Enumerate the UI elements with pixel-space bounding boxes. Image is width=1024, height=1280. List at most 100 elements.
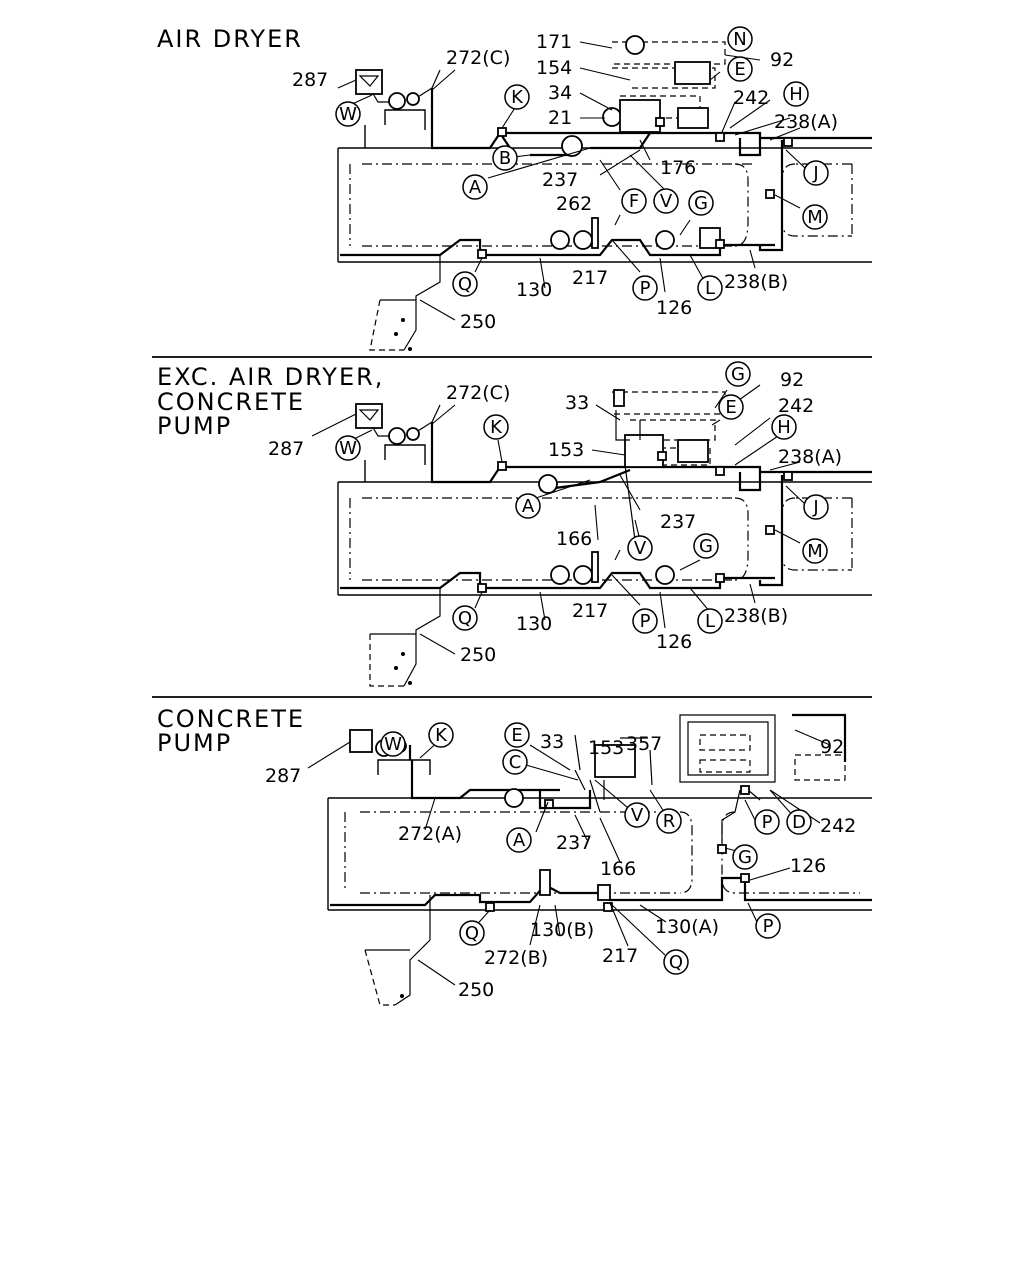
label-357: 357	[626, 733, 662, 755]
label-237-3: 237	[556, 832, 592, 854]
valve-153-3	[594, 744, 636, 778]
valve-287	[355, 69, 383, 95]
label-287: 287	[292, 69, 328, 91]
callout-j-2: J	[803, 494, 829, 520]
label-242-2: 242	[778, 395, 814, 417]
air-dryer-21	[561, 135, 583, 157]
callout-a-2: A	[515, 493, 541, 519]
panel-2-title-line-1: EXC. AIR DRYER,	[157, 363, 384, 391]
label-238a: 238(A)	[774, 111, 838, 133]
callout-g: G	[688, 190, 714, 216]
fitting-w	[388, 92, 406, 110]
label-272a: 272(A)	[398, 823, 462, 845]
svg-text:P: P	[763, 916, 774, 937]
label-238a-2: 238(A)	[778, 446, 842, 468]
svg-text:F: F	[629, 191, 639, 212]
label-237-2: 237	[660, 511, 696, 533]
label-238b: 238(B)	[724, 271, 788, 293]
panel-air-dryer: AIR DRYER	[157, 25, 872, 351]
callout-h-2: H	[771, 414, 797, 440]
panel-1-title: AIR DRYER	[157, 25, 303, 53]
svg-text:P: P	[762, 812, 773, 833]
svg-text:V: V	[631, 805, 644, 826]
svg-text:L: L	[705, 611, 715, 632]
svg-text:E: E	[725, 397, 736, 418]
svg-text:D: D	[792, 812, 806, 833]
svg-text:H: H	[789, 84, 803, 105]
svg-text:R: R	[663, 811, 676, 832]
svg-text:M: M	[807, 541, 823, 562]
svg-text:W: W	[339, 104, 357, 125]
svg-text:G: G	[694, 193, 708, 214]
callout-w-3: W	[380, 731, 406, 757]
pipe-main-3	[410, 760, 592, 810]
label-171: 171	[536, 31, 572, 53]
callout-q-2: Q	[452, 605, 478, 631]
callout-c: C	[502, 749, 528, 775]
svg-text:A: A	[513, 830, 526, 851]
callout-e-3: E	[504, 722, 530, 748]
svg-text:G: G	[699, 536, 713, 557]
svg-text:K: K	[511, 87, 524, 108]
svg-text:K: K	[490, 417, 503, 438]
panel-3-title-line-1: CONCRETE	[157, 705, 305, 733]
callout-m: M	[802, 204, 828, 230]
label-166: 166	[556, 528, 592, 550]
callout-f: F	[621, 188, 647, 214]
label-92-3: 92	[820, 736, 844, 758]
svg-text:N: N	[733, 29, 746, 50]
callout-e: E	[727, 56, 753, 82]
chassis-frame	[337, 109, 872, 263]
panel-exc-air-dryer: EXC. AIR DRYER, CONCRETE PUMP	[157, 361, 872, 687]
svg-text:J: J	[812, 163, 818, 184]
label-126-2: 126	[656, 631, 692, 653]
valve-287-2	[355, 403, 383, 429]
label-217: 217	[572, 267, 608, 289]
label-21: 21	[548, 107, 572, 129]
label-250: 250	[460, 311, 496, 333]
callout-q: Q	[452, 271, 478, 297]
pipe-main-2	[430, 422, 872, 484]
label-287-2: 287	[268, 438, 304, 460]
label-217-3: 217	[602, 945, 638, 967]
callout-h: H	[783, 81, 809, 107]
svg-text:G: G	[738, 847, 752, 868]
svg-text:P: P	[640, 611, 651, 632]
label-130: 130	[516, 279, 552, 301]
label-34: 34	[548, 82, 572, 104]
callout-n: N	[727, 26, 753, 52]
callout-k-2: K	[483, 414, 509, 440]
label-287-3: 287	[265, 765, 301, 787]
svg-text:E: E	[734, 59, 745, 80]
callout-v: V	[653, 188, 679, 214]
label-126: 126	[656, 297, 692, 319]
callout-w: W	[335, 101, 361, 127]
label-242-3: 242	[820, 815, 856, 837]
label-272c: 272(C)	[446, 47, 510, 69]
callout-g-bottom: G	[693, 533, 719, 559]
svg-text:Q: Q	[458, 274, 472, 295]
callout-k: K	[504, 84, 530, 110]
chassis-frame-2	[337, 444, 872, 596]
callout-q-left: Q	[459, 920, 485, 946]
label-130b: 130(B)	[530, 919, 594, 941]
label-217-2: 217	[572, 600, 608, 622]
valve-171	[625, 35, 645, 55]
callout-b: B	[492, 145, 518, 171]
label-238b-2: 238(B)	[724, 605, 788, 627]
svg-text:A: A	[469, 177, 482, 198]
svg-text:W: W	[339, 438, 357, 459]
svg-text:Q: Q	[669, 952, 683, 973]
svg-text:H: H	[777, 417, 791, 438]
svg-text:G: G	[731, 364, 745, 385]
callout-p-lower: P	[755, 913, 781, 939]
svg-text:W: W	[384, 734, 402, 755]
svg-text:P: P	[640, 278, 651, 299]
label-33-3: 33	[540, 731, 564, 753]
callout-p-2: P	[632, 608, 658, 634]
svg-text:L: L	[705, 278, 715, 299]
label-166-3: 166	[600, 858, 636, 880]
panel-3-title-line-2: PUMP	[157, 729, 232, 757]
callout-g-top: G	[725, 361, 751, 387]
